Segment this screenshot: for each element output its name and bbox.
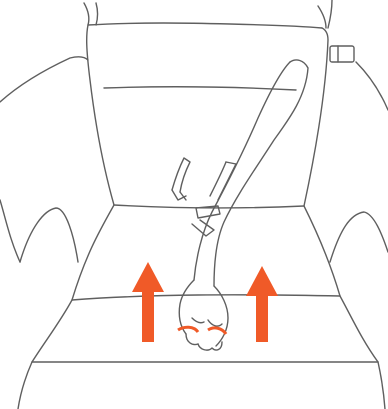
illustration xyxy=(0,0,388,409)
seat-cushion-lift-diagram xyxy=(0,0,388,409)
